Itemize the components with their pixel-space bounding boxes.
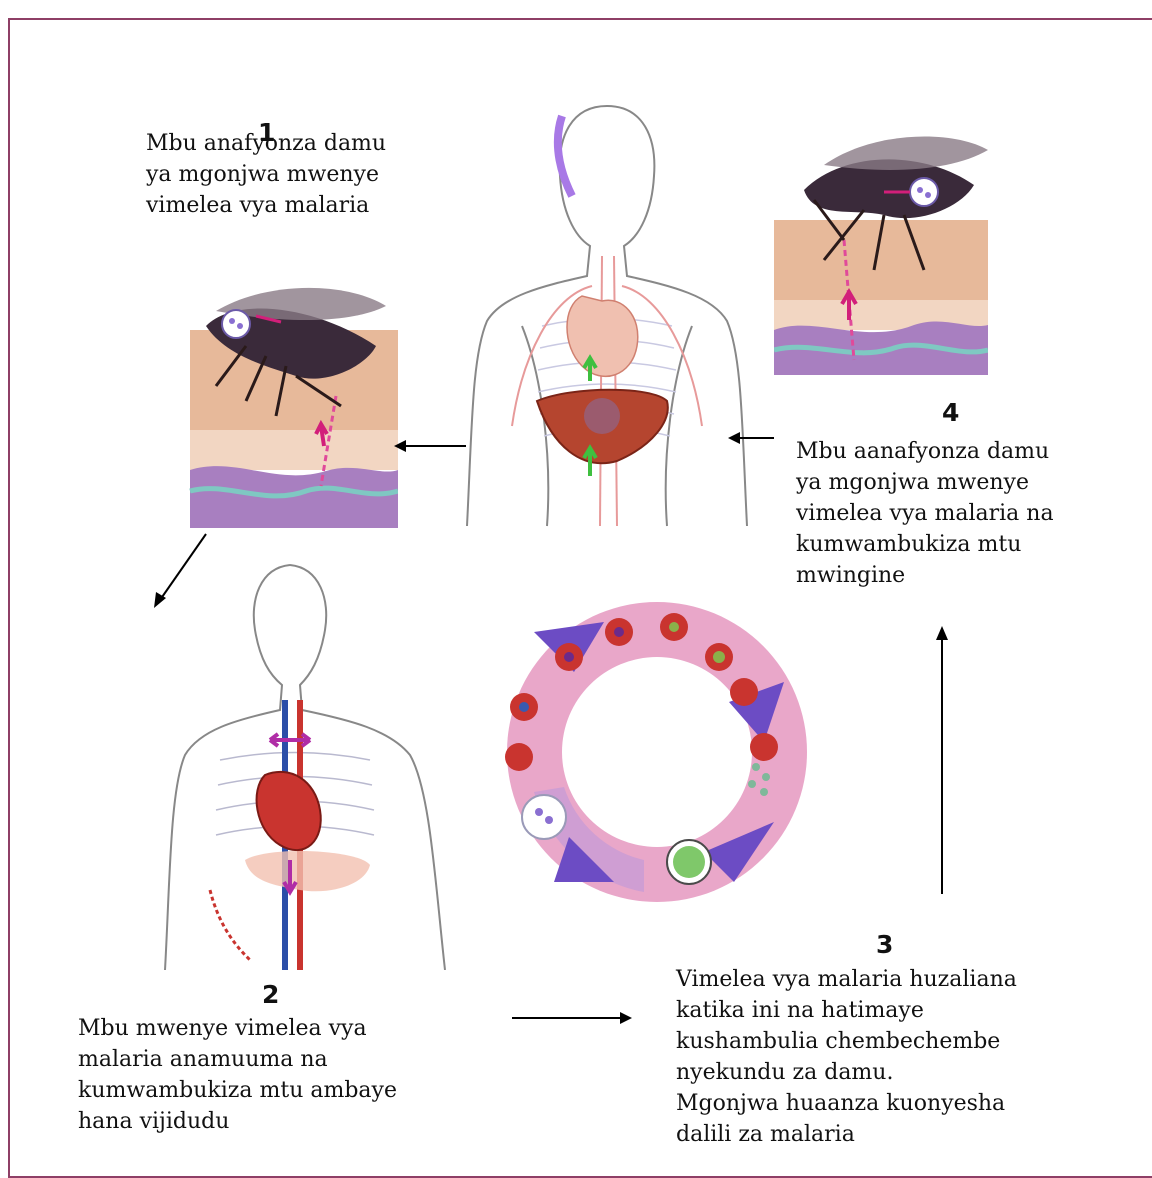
- red-blood-cell-cycle: [494, 592, 820, 912]
- mosquito-feeding-left: [176, 286, 398, 528]
- healthy-human-body: [160, 560, 456, 970]
- step-1-text: Mbu anafyonza damu ya mgonjwa mwenye vim…: [146, 128, 386, 221]
- arrow-to-lower-body: [148, 530, 212, 612]
- step-4-number: 4: [942, 398, 959, 427]
- step-2-number: 2: [262, 980, 279, 1009]
- arrow-step3-to-step4: [932, 624, 952, 896]
- step-4-text: Mbu aanafyonza damu ya mgonjwa mwenye vi…: [796, 436, 1054, 591]
- arrow-to-body-right: [726, 428, 776, 448]
- step-3-number: 3: [876, 930, 893, 959]
- step-3-text: Vimelea vya malaria huzaliana katika ini…: [676, 964, 1017, 1150]
- step-2-text: Mbu mwenye vimelea vya malaria anamuuma …: [78, 1013, 397, 1137]
- infected-human-body: [462, 96, 752, 528]
- arrow-to-mosquito-left: [392, 436, 468, 456]
- arrow-step2-to-step3: [510, 1008, 634, 1028]
- mosquito-feeding-right: [774, 130, 988, 375]
